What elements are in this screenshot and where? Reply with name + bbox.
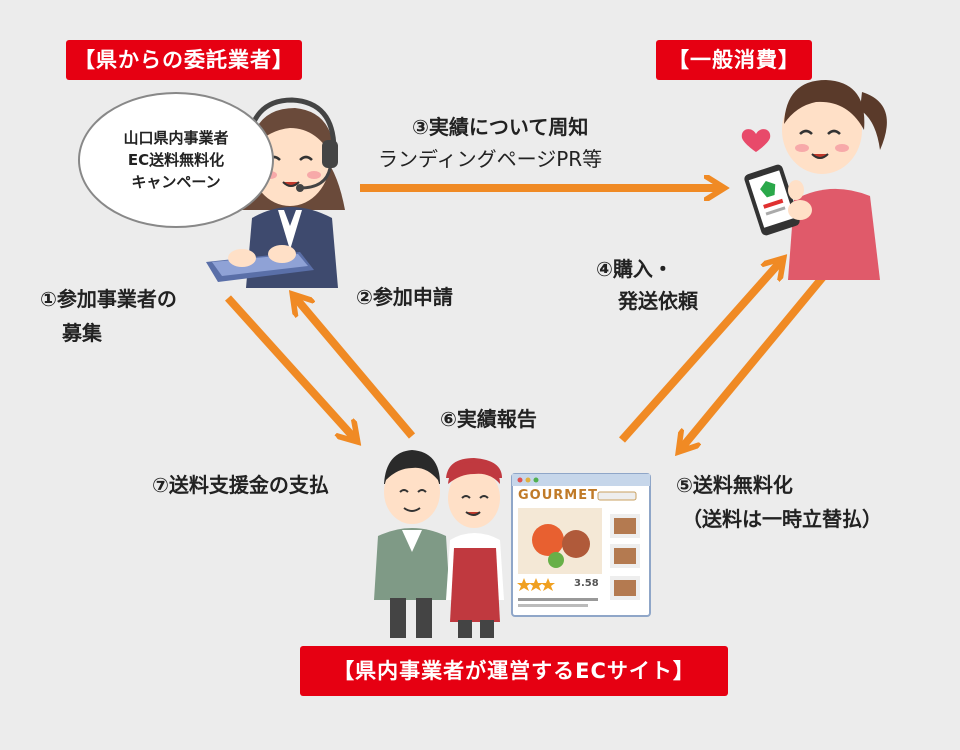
rating-stars-icon xyxy=(517,578,555,591)
bubble-line-1: 山口県内事業者 xyxy=(123,129,229,147)
step-7-label: ⑦送料支援金の支払 xyxy=(152,473,329,497)
step-6-label: ⑥実績報告 xyxy=(440,407,537,431)
arrow-4-purchase xyxy=(619,260,782,443)
ec-website-illustration xyxy=(511,473,651,617)
step-3-title: ③実績について周知 xyxy=(412,115,589,139)
business-owners-illustration xyxy=(374,450,504,638)
consumer-illustration xyxy=(741,80,887,280)
arrow-1-recruit xyxy=(225,295,356,440)
step-4-line-1: ④購入・ xyxy=(596,257,673,281)
campaign-speech-bubble: 山口県内事業者 EC送料無料化 キャンペーン xyxy=(78,92,274,228)
heart-icon xyxy=(741,129,771,152)
arrow-5-free-shipping xyxy=(680,263,836,450)
prefecture-contractor-label: 【県からの委託業者】 xyxy=(66,40,302,80)
step-4-line-2: 発送依頼 xyxy=(618,289,698,313)
bubble-line-2: EC送料無料化 xyxy=(127,151,225,169)
general-consumer-label: 【一般消費】 xyxy=(656,40,812,80)
website-logo: GOURMET xyxy=(518,488,598,503)
bubble-line-3: キャンペーン xyxy=(131,173,221,191)
step-2-label: ②参加申請 xyxy=(356,285,453,309)
ec-site-label: 【県内事業者が運営するECサイト】 xyxy=(300,646,728,696)
website-rating: 3.58 xyxy=(574,578,599,589)
arrow-2-apply xyxy=(294,296,416,439)
step-5-subtitle: （送料は一時立替払） xyxy=(682,507,882,531)
step-1-line-2: 募集 xyxy=(62,321,102,345)
step-5-title: ⑤送料無料化 xyxy=(676,473,793,497)
step-3-subtitle: ランディングページPR等 xyxy=(378,147,603,171)
smartphone-icon xyxy=(744,164,800,236)
step-1-line-1: ①参加事業者の xyxy=(40,287,177,311)
